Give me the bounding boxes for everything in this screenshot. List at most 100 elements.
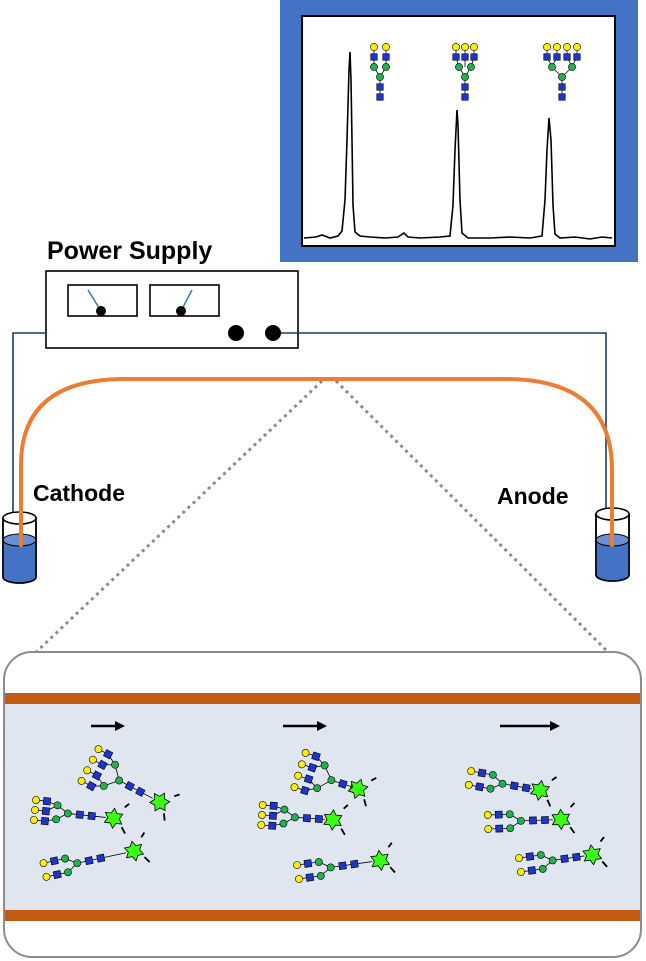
glcnac-square bbox=[124, 780, 135, 792]
charge-mark bbox=[370, 777, 377, 782]
glcnac-square bbox=[470, 53, 478, 61]
fluorophore-star bbox=[103, 807, 124, 829]
glycan-molecule bbox=[39, 832, 151, 881]
galactose-circle bbox=[32, 796, 40, 804]
mannose-circle bbox=[568, 63, 576, 71]
glcnac-square bbox=[521, 783, 531, 793]
charge-mark bbox=[140, 832, 146, 838]
galactose-circle bbox=[88, 755, 97, 764]
glycan-molecule bbox=[77, 745, 180, 821]
charge-mark bbox=[389, 866, 396, 874]
glcnac-square bbox=[563, 53, 571, 61]
cathode-vial bbox=[2, 511, 37, 584]
galactose-circle bbox=[553, 43, 561, 51]
galactose-circle bbox=[484, 825, 493, 833]
mannose-circle bbox=[461, 73, 469, 81]
charge-mark bbox=[387, 842, 393, 848]
charge-mark bbox=[173, 793, 180, 798]
glcnac-square bbox=[558, 83, 566, 91]
mannose-circle bbox=[326, 863, 335, 872]
glcnac-square bbox=[527, 866, 537, 875]
anode-label: Anode bbox=[497, 483, 569, 509]
mannose-circle bbox=[538, 864, 547, 873]
glycan-molecule bbox=[257, 801, 349, 836]
galactose-circle bbox=[257, 821, 266, 829]
glcnac-square bbox=[86, 780, 97, 792]
meter-right-pivot bbox=[176, 306, 186, 316]
glcnac-square bbox=[303, 859, 313, 868]
glcnac-square bbox=[52, 870, 62, 880]
galactose-circle bbox=[258, 811, 266, 819]
mannose-circle bbox=[115, 776, 124, 785]
fluorophore-star bbox=[123, 840, 145, 862]
glcnac-square bbox=[495, 824, 504, 833]
glcnac-square bbox=[529, 816, 537, 825]
magnified-capillary bbox=[3, 651, 642, 958]
glcnac-square bbox=[135, 786, 146, 797]
glcnac-square bbox=[300, 785, 310, 796]
mannose-circle bbox=[498, 779, 507, 788]
capillary-lumen bbox=[5, 693, 640, 921]
mannose-circle bbox=[316, 871, 325, 880]
glycosidic-bond bbox=[118, 780, 153, 799]
glcnac-square bbox=[370, 53, 378, 61]
mannose-circle bbox=[376, 73, 384, 81]
glycan-molecule bbox=[290, 748, 377, 807]
mannose-circle bbox=[467, 63, 475, 71]
galactose-circle bbox=[563, 43, 571, 51]
galactose-circle bbox=[517, 868, 525, 876]
charge-mark bbox=[143, 856, 151, 863]
glycan-molecule bbox=[30, 796, 130, 834]
mannose-circle bbox=[291, 813, 299, 822]
mannose-circle bbox=[327, 776, 336, 785]
galactose-circle bbox=[543, 43, 551, 51]
glcnac-square bbox=[350, 859, 359, 869]
glcnac-square bbox=[40, 816, 50, 826]
glcnac-square bbox=[461, 93, 469, 101]
power-supply-label: Power Supply bbox=[47, 237, 212, 265]
glcnac-square bbox=[572, 852, 581, 862]
galactose-circle bbox=[94, 745, 103, 754]
glycan-structure-icon bbox=[370, 43, 390, 101]
arrow-head bbox=[115, 721, 125, 731]
glcnac-square bbox=[382, 53, 390, 61]
mannose-circle bbox=[505, 810, 514, 819]
glcnac-square bbox=[461, 53, 469, 61]
charge-mark bbox=[546, 799, 552, 807]
glcnac-square bbox=[311, 751, 321, 762]
mannose-circle bbox=[536, 851, 545, 859]
zoom-line-right bbox=[334, 379, 614, 658]
glcnac-square bbox=[49, 856, 59, 866]
mannose-circle bbox=[313, 784, 322, 793]
glcnac-square bbox=[103, 749, 114, 760]
charge-mark bbox=[340, 828, 346, 836]
glcnac-square bbox=[494, 810, 503, 819]
mannose-circle bbox=[280, 805, 289, 814]
glcnac-square bbox=[87, 811, 96, 821]
fluorophore-star bbox=[551, 808, 571, 831]
mannose-circle bbox=[488, 771, 497, 779]
glcnac-square bbox=[84, 856, 94, 866]
electropherogram-monitor bbox=[280, 0, 638, 262]
mannose-circle bbox=[63, 809, 72, 818]
galactose-circle bbox=[295, 875, 303, 883]
mannose-circle bbox=[73, 859, 82, 868]
glycan-molecule bbox=[515, 836, 608, 876]
glcnac-square bbox=[553, 53, 561, 61]
glcnac-square bbox=[338, 779, 348, 789]
glcnac-square bbox=[269, 801, 278, 810]
galactose-circle bbox=[294, 771, 303, 780]
galactose-circle bbox=[483, 811, 492, 819]
glcnac-square bbox=[525, 852, 535, 861]
mannose-circle bbox=[320, 761, 329, 770]
mannose-circle bbox=[548, 856, 557, 865]
mannose-circle bbox=[486, 784, 495, 793]
glcnac-square bbox=[91, 770, 103, 781]
galactose-circle bbox=[467, 767, 476, 776]
migration-arrows bbox=[91, 721, 560, 731]
glcnac-square bbox=[303, 774, 314, 784]
glcnac-square bbox=[41, 806, 51, 816]
glcnac-square bbox=[560, 854, 569, 864]
charge-mark bbox=[343, 804, 349, 810]
